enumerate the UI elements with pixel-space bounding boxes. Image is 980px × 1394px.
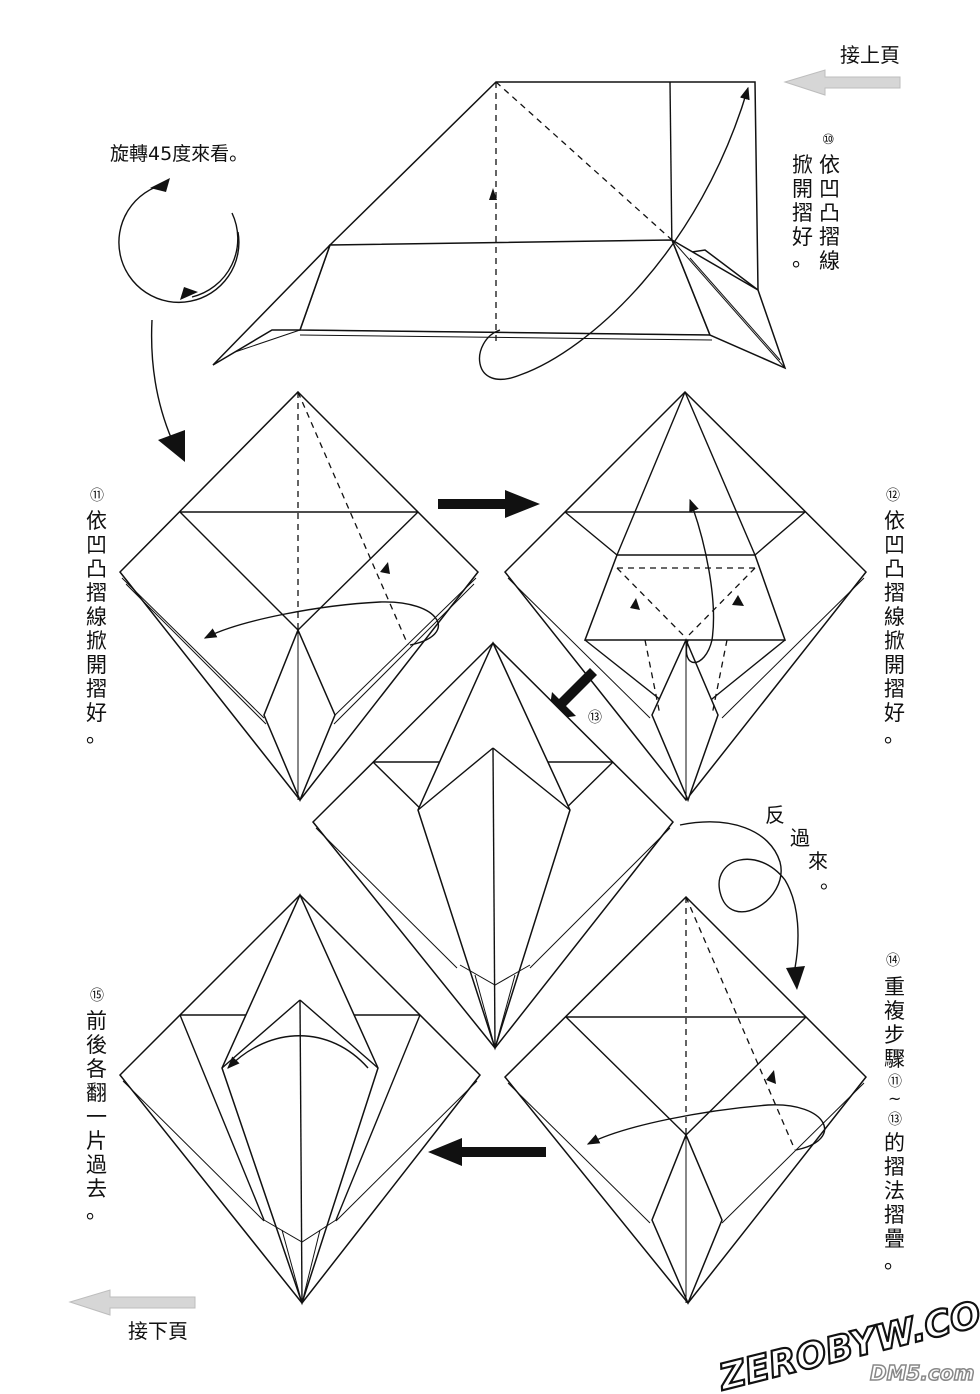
svg-text:線: 線 — [86, 605, 107, 629]
step-13-figure — [311, 641, 675, 1051]
svg-text:凸: 凸 — [884, 557, 905, 581]
svg-text:凹: 凹 — [884, 533, 905, 557]
step-15-figure — [118, 893, 481, 1306]
svg-text:。: 。 — [86, 1199, 107, 1223]
step-10-figure — [212, 81, 787, 381]
prev-page-nav[interactable]: 接上頁 — [783, 43, 901, 96]
svg-text:掀: 掀 — [792, 153, 813, 177]
svg-text:掀: 掀 — [86, 629, 107, 653]
svg-text:⑪: ⑪ — [888, 1074, 902, 1090]
svg-text:來: 來 — [808, 849, 828, 873]
svg-text:摺: 摺 — [884, 1203, 905, 1227]
svg-text:摺: 摺 — [86, 581, 107, 605]
svg-text:。: 。 — [884, 723, 905, 747]
next-page-label: 接下頁 — [128, 1319, 188, 1343]
next-page-arrow[interactable] — [68, 1289, 196, 1316]
step-12-number: ⑫ — [886, 488, 900, 504]
svg-text:一: 一 — [86, 1105, 107, 1129]
svg-text:摺: 摺 — [884, 677, 905, 701]
svg-text:線: 線 — [884, 605, 905, 629]
svg-text:依: 依 — [819, 153, 840, 177]
step-14-number: ⑭ — [886, 953, 900, 969]
step-15-text: 前 後 各 翻 一 片 過 去 。 — [86, 1009, 107, 1223]
arrow-11-to-12 — [438, 490, 540, 518]
flip-note: 反 過 來 。 — [765, 803, 840, 893]
svg-text:~: ~ — [888, 1089, 901, 1108]
svg-text:重: 重 — [884, 975, 905, 999]
rotate-note: 旋轉45度來看。 — [110, 143, 248, 165]
svg-text:掀: 掀 — [884, 629, 905, 653]
step-11-figure — [119, 390, 479, 802]
svg-text:摺: 摺 — [819, 225, 840, 249]
step-15-number: ⑮ — [90, 988, 104, 1004]
arrow-14-to-15 — [428, 1138, 546, 1166]
flip-arrow-icon — [679, 821, 805, 990]
step-12-text: 依 凹 凸 摺 線 掀 開 摺 好 。 — [884, 509, 905, 747]
svg-text:去: 去 — [86, 1177, 107, 1201]
svg-text:。: 。 — [86, 723, 107, 747]
svg-text:疊: 疊 — [884, 1227, 905, 1251]
svg-text:開: 開 — [792, 177, 813, 201]
svg-text:反: 反 — [765, 803, 785, 827]
svg-text:法: 法 — [884, 1179, 905, 1203]
svg-text:前: 前 — [86, 1009, 107, 1033]
step-10-text: 依 凹 凸 摺 線 掀 開 摺 好 。 — [792, 153, 840, 273]
svg-text:開: 開 — [884, 653, 905, 677]
svg-text:各: 各 — [86, 1057, 107, 1081]
svg-text:依: 依 — [86, 509, 107, 533]
svg-text:的: 的 — [884, 1131, 905, 1155]
svg-text:過: 過 — [790, 826, 810, 850]
prev-page-label: 接上頁 — [840, 43, 900, 67]
svg-text:好: 好 — [884, 701, 905, 725]
svg-text:。: 。 — [792, 247, 813, 271]
svg-text:步: 步 — [884, 1023, 905, 1047]
svg-text:開: 開 — [86, 653, 107, 677]
watermark-dm5: DM5.com — [869, 1360, 975, 1386]
svg-text:驟: 驟 — [884, 1047, 905, 1071]
step-10-number: ⑩ — [822, 132, 835, 148]
svg-text:摺: 摺 — [884, 581, 905, 605]
prev-page-arrow[interactable] — [783, 69, 901, 96]
svg-text:凸: 凸 — [819, 201, 840, 225]
svg-text:凸: 凸 — [86, 557, 107, 581]
next-page-nav[interactable]: 接下頁 — [68, 1289, 196, 1343]
svg-text:翻: 翻 — [86, 1081, 107, 1105]
step-12-figure — [503, 390, 868, 803]
step-14-text: 重 複 步 驟 ⑪ ~ ⑬ 的 摺 法 摺 疊 。 — [884, 975, 905, 1273]
svg-text:複: 複 — [884, 999, 905, 1023]
svg-text:摺: 摺 — [86, 677, 107, 701]
svg-text:後: 後 — [86, 1033, 107, 1057]
svg-text:凹: 凹 — [819, 177, 840, 201]
svg-text:好: 好 — [86, 701, 107, 725]
svg-text:好: 好 — [792, 225, 813, 249]
curved-down-arrow — [150, 319, 173, 441]
svg-text:。: 。 — [820, 869, 840, 893]
svg-text:。: 。 — [884, 1249, 905, 1273]
step-13-number: ⑬ — [588, 710, 602, 726]
svg-text:摺: 摺 — [792, 201, 813, 225]
svg-text:DM5.com: DM5.com — [870, 1361, 974, 1385]
curved-down-arrow-head — [158, 430, 185, 462]
rotate-circle-icon — [118, 178, 240, 303]
svg-text:凹: 凹 — [86, 533, 107, 557]
svg-text:摺: 摺 — [884, 1155, 905, 1179]
svg-text:依: 依 — [884, 509, 905, 533]
step-14-figure — [503, 895, 868, 1305]
svg-text:片: 片 — [86, 1129, 107, 1153]
step-11-number: ⑪ — [90, 488, 104, 504]
svg-text:過: 過 — [86, 1153, 107, 1177]
svg-text:⑬: ⑬ — [888, 1112, 902, 1128]
svg-text:線: 線 — [819, 249, 840, 273]
step-11-text: 依 凹 凸 摺 線 掀 開 摺 好 。 — [86, 509, 107, 747]
